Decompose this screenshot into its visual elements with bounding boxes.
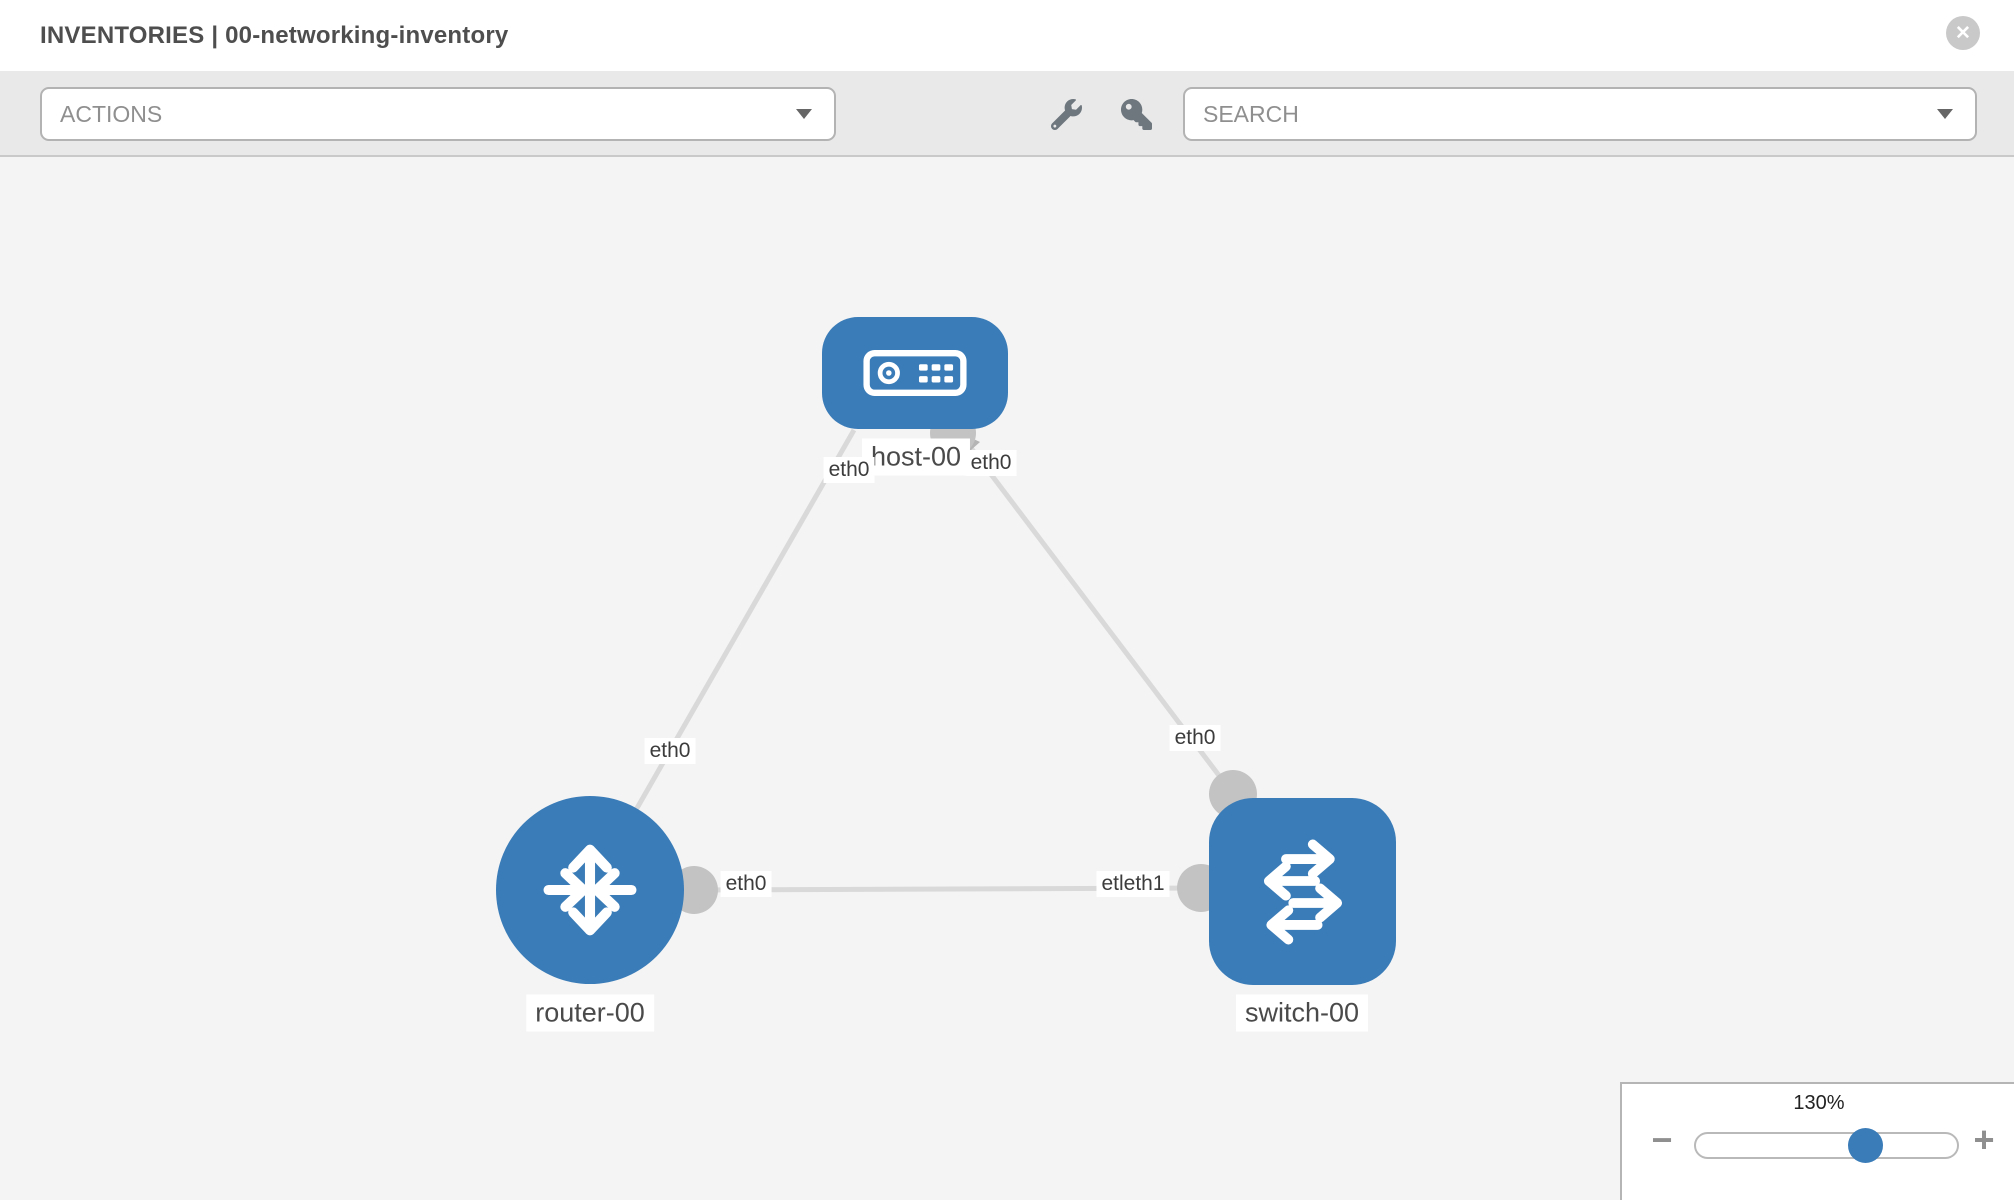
search-dropdown[interactable]: SEARCH bbox=[1183, 87, 1977, 141]
close-button[interactable]: ✕ bbox=[1946, 16, 1980, 50]
chevron-down-icon bbox=[796, 109, 812, 119]
wrench-button[interactable] bbox=[1039, 87, 1093, 141]
router-arrows-icon bbox=[543, 844, 637, 936]
topology-canvas[interactable]: host-00 router-00 switch-00 eth0 eth0 et… bbox=[0, 157, 2014, 1200]
close-icon: ✕ bbox=[1955, 22, 1971, 44]
toolbar: ACTIONS SEARCH bbox=[0, 71, 2014, 157]
zoom-slider-thumb[interactable] bbox=[1848, 1128, 1883, 1163]
zoom-level-label: 130% bbox=[1793, 1092, 1845, 1114]
node-router-00[interactable] bbox=[496, 796, 684, 984]
wrench-icon bbox=[1050, 98, 1082, 130]
switch-arrows-icon bbox=[1263, 839, 1342, 944]
plus-icon: + bbox=[1973, 1119, 1995, 1160]
zoom-slider-track[interactable] bbox=[1694, 1132, 1959, 1159]
key-button[interactable] bbox=[1109, 87, 1163, 141]
chevron-down-icon bbox=[1937, 109, 1953, 119]
interface-label: eth0 bbox=[720, 871, 772, 897]
page-title: INVENTORIES | 00-networking-inventory bbox=[40, 22, 509, 49]
interface-label: eth0 bbox=[1169, 725, 1221, 751]
interface-label: etleth1 bbox=[1096, 871, 1170, 897]
interface-label: eth0 bbox=[965, 450, 1017, 476]
interface-label: eth0 bbox=[644, 738, 696, 764]
zoom-out-button[interactable]: − bbox=[1642, 1120, 1682, 1160]
zoom-control-panel: 130% − + bbox=[1620, 1082, 2014, 1200]
header: INVENTORIES | 00-networking-inventory ✕ bbox=[0, 0, 2014, 71]
node-label-switch-00: switch-00 bbox=[1235, 994, 1369, 1032]
interface-label: eth0 bbox=[823, 457, 875, 483]
node-switch-00[interactable] bbox=[1209, 798, 1396, 985]
key-icon bbox=[1120, 98, 1152, 130]
actions-dropdown-label: ACTIONS bbox=[60, 100, 163, 127]
node-label-host-00: host-00 bbox=[861, 438, 971, 476]
node-label-router-00: router-00 bbox=[526, 994, 654, 1032]
zoom-in-button[interactable]: + bbox=[1964, 1120, 2004, 1160]
search-dropdown-label: SEARCH bbox=[1203, 100, 1299, 127]
link-layer bbox=[587, 410, 1257, 914]
node-host-00[interactable] bbox=[822, 317, 1008, 429]
actions-dropdown[interactable]: ACTIONS bbox=[40, 87, 836, 141]
server-icon bbox=[863, 350, 967, 396]
minus-icon: − bbox=[1651, 1119, 1673, 1160]
